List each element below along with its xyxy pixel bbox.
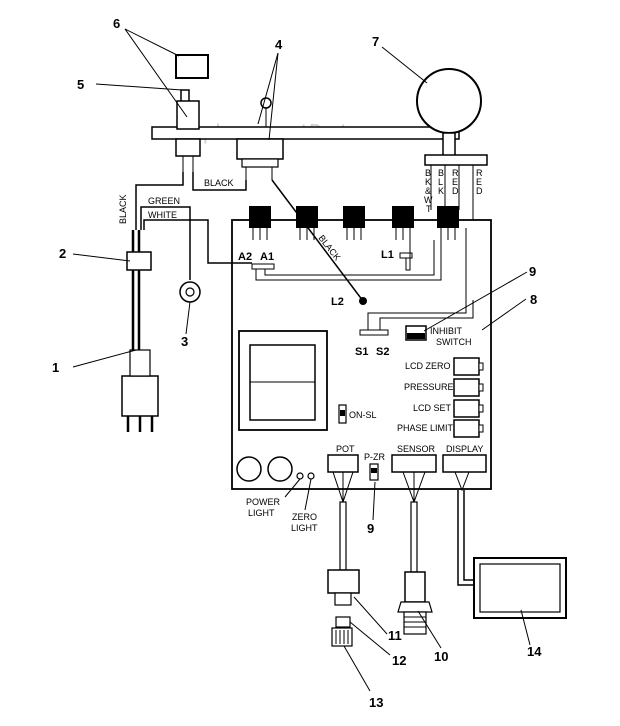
motor-connector [424, 154, 488, 166]
zero-light-label-1: ZERO [292, 512, 317, 522]
relay-4 [392, 206, 414, 240]
inhibit-switch-label-2: SWITCH [436, 337, 472, 347]
sensor-connector [391, 454, 437, 473]
svg-text:E: E [476, 177, 482, 187]
callout-4: 4 [275, 37, 283, 52]
power-plug [121, 375, 159, 417]
terminal-label-l2: L2 [331, 296, 344, 308]
motor [416, 68, 482, 134]
wire-label-black-switch: BLACK [204, 178, 234, 188]
callout-9-pzr: 9 [367, 521, 374, 536]
wire-label-bk-wt: B K & W T [424, 168, 433, 214]
switch-stem [180, 89, 190, 103]
svg-text:L: L [438, 177, 443, 187]
wire-label-white: WHITE [148, 210, 177, 220]
terminal-a2-a1 [251, 263, 275, 270]
pot-label: POT [336, 444, 355, 454]
terminal-label-s2: S2 [376, 346, 389, 358]
wire-label-black-vertical: BLACK [118, 194, 128, 224]
display-connector [442, 454, 487, 473]
button-label-lcd-zero: LCD ZERO [405, 361, 451, 371]
relay-2 [296, 206, 318, 240]
wire-label-red-2: R E D [476, 168, 483, 196]
button-label-pressure: PRESSURE [404, 382, 454, 392]
power-light [296, 472, 304, 480]
pot-cable [339, 501, 347, 571]
leader-lines [72, 28, 531, 692]
callout-2: 2 [59, 246, 66, 261]
svg-text:B: B [425, 168, 431, 178]
wire-label-blk: B L K [438, 168, 444, 196]
pot-knob-base [331, 627, 353, 647]
button-lcd-zero[interactable]: LCD ZERO [405, 357, 484, 376]
callout-9-inhibit: 9 [529, 264, 536, 279]
power-light-label-1: POWER [246, 497, 281, 507]
potentiometer [327, 569, 360, 594]
display-label: DISPLAY [446, 444, 483, 454]
button-lcd-set[interactable]: LCD SET [413, 399, 484, 418]
switch-cap [175, 54, 209, 79]
button-pressure[interactable]: PRESSURE [404, 378, 484, 397]
pressure-switch-body [236, 138, 284, 160]
zero-light [307, 472, 315, 480]
svg-text:&: & [425, 186, 431, 196]
terminal-label-s1: S1 [355, 346, 368, 358]
svg-text:W: W [424, 195, 433, 205]
callout-3: 3 [181, 334, 188, 349]
svg-text:R: R [476, 168, 483, 178]
callout-1: 1 [52, 360, 59, 375]
callout-5: 5 [77, 77, 84, 92]
inhibit-switch-label-1: INHIBIT [430, 326, 463, 336]
button-label-lcd-set: LCD SET [413, 403, 452, 413]
callout-13: 13 [369, 695, 383, 710]
svg-text:D: D [452, 186, 459, 196]
callout-14: 14 [527, 644, 542, 659]
sensor-label: SENSOR [397, 444, 436, 454]
relay-5 [437, 206, 459, 240]
svg-text:K: K [425, 177, 431, 187]
switch-body [176, 100, 200, 130]
svg-text:B: B [438, 168, 444, 178]
wire-label-green: GREEN [148, 196, 180, 206]
svg-text:T: T [426, 204, 432, 214]
svg-text:D: D [476, 186, 483, 196]
pot-connector [327, 454, 359, 473]
zero-light-label-2: LIGHT [291, 523, 318, 533]
callout-12: 12 [392, 653, 406, 668]
knob-left [236, 456, 262, 482]
relay-3 [343, 206, 365, 240]
wire-label-red-1: R E D [452, 168, 459, 196]
pot-knob [335, 616, 351, 628]
button-label-phase-limit: PHASE LIMIT [397, 423, 454, 433]
terminal-label-l1: L1 [381, 249, 394, 261]
callout-11: 11 [388, 628, 402, 643]
pressure-sensor [404, 571, 426, 603]
terminal-label-a1: A1 [260, 251, 274, 263]
callout-10: 10 [434, 649, 448, 664]
callout-7: 7 [372, 34, 379, 49]
cord-strain-relief [126, 251, 152, 271]
svg-text:K: K [438, 186, 444, 196]
svg-text:E: E [452, 177, 458, 187]
power-light-label-2: LIGHT [248, 508, 275, 518]
callout-8: 8 [530, 292, 537, 307]
knob-right [267, 456, 293, 482]
mounting-rail [151, 126, 460, 140]
terminal-s1-s2 [359, 329, 389, 336]
p-zr-label: P-ZR [364, 452, 385, 462]
svg-text:R: R [452, 168, 459, 178]
sensor-cable [410, 501, 418, 573]
button-phase-limit[interactable]: PHASE LIMIT [397, 419, 484, 438]
on-sl-label: ON-SL [349, 410, 377, 420]
terminal-label-a2: A2 [238, 251, 252, 263]
relay-1 [249, 206, 271, 240]
switch-base [175, 138, 201, 157]
callout-6: 6 [113, 16, 120, 31]
